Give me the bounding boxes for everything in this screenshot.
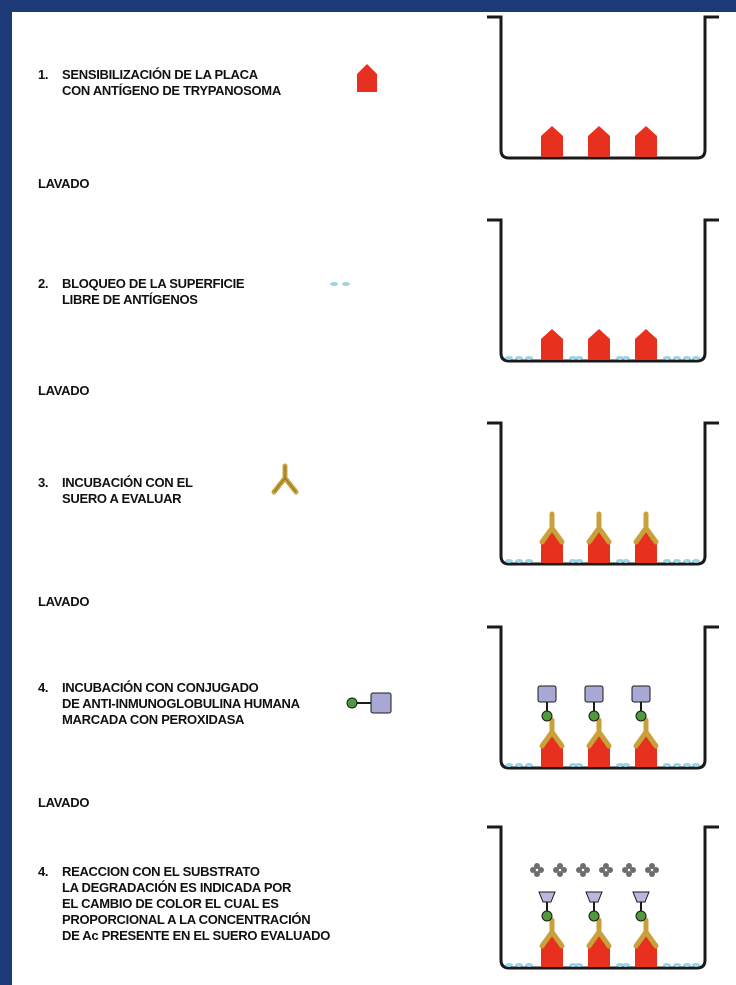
wash-label-3: LAVADO	[38, 594, 90, 609]
step-3-number: 3.	[38, 475, 49, 490]
step-1-number: 1.	[38, 67, 49, 82]
blocker-layer	[505, 963, 700, 967]
well-step-3	[487, 421, 719, 566]
conjugate	[631, 685, 651, 722]
antibody	[539, 917, 659, 949]
step-5-line-2: LA DEGRADACIÓN ES INDICADA POR	[62, 880, 292, 895]
conjugate-legend-icon	[346, 692, 392, 714]
diagram-canvas	[12, 12, 736, 985]
blocker-layer	[505, 356, 700, 360]
antibody	[586, 511, 612, 545]
antigen	[541, 329, 563, 360]
step-5-number: 4.	[38, 864, 49, 879]
step-4-line-2: DE ANTI-INMUNOGLOBULINA HUMANA	[62, 696, 300, 711]
step-5-line-1: REACCION CON EL SUBSTRATO	[62, 864, 260, 879]
step-3-line-2: SUERO A EVALUAR	[62, 491, 182, 506]
antibody	[539, 717, 659, 749]
antibody-legend-icon	[271, 463, 299, 495]
step-1-line-1: SENSIBILIZACIÓN DE LA PLACA	[62, 67, 258, 82]
step-5-line-4: PROPORCIONAL A LA CONCENTRACIÓN	[62, 912, 311, 927]
conjugate	[537, 685, 557, 722]
step-5-line-5: DE Ac PRESENTE EN EL SUERO EVALUADO	[62, 928, 331, 943]
step-4-line-3: MARCADA CON PEROXIDASA	[62, 712, 245, 727]
antigen	[588, 126, 610, 157]
well-step-1	[487, 15, 719, 160]
colored-product	[530, 863, 659, 877]
step-2-line-2: LIBRE DE ANTÍGENOS	[62, 292, 198, 307]
conjugate	[538, 891, 556, 922]
step-5-line-3: EL CAMBIO DE COLOR EL CUAL ES	[62, 896, 279, 911]
antigen	[541, 126, 563, 157]
step-2-number: 2.	[38, 276, 49, 291]
blocker-legend-icon	[330, 282, 350, 286]
step-4-line-1: INCUBACIÓN CON CONJUGADO	[62, 680, 259, 695]
antibody	[539, 511, 565, 545]
antigen	[635, 126, 657, 157]
wash-label-4: LAVADO	[38, 795, 90, 810]
conjugate	[584, 685, 604, 722]
wash-label-2: LAVADO	[38, 383, 90, 398]
blocker-layer	[505, 763, 700, 767]
antigen	[635, 329, 657, 360]
step-3-line-1: INCUBACIÓN CON EL	[62, 475, 193, 490]
blocker-layer	[505, 559, 700, 563]
step-2-line-1: BLOQUEO DE LA SUPERFICIE	[62, 276, 245, 291]
conjugate	[585, 891, 603, 922]
well-step-5	[487, 825, 719, 970]
conjugate	[632, 891, 650, 922]
wash-label-1: LAVADO	[38, 176, 90, 191]
antigen	[588, 329, 610, 360]
antigen-legend-icon	[357, 64, 377, 92]
well-step-2	[487, 218, 719, 363]
step-1-line-2: CON ANTÍGENO DE TRYPANOSOMA	[62, 83, 281, 98]
well-step-4	[487, 625, 719, 770]
step-4-number: 4.	[38, 680, 49, 695]
antibody	[633, 511, 659, 545]
